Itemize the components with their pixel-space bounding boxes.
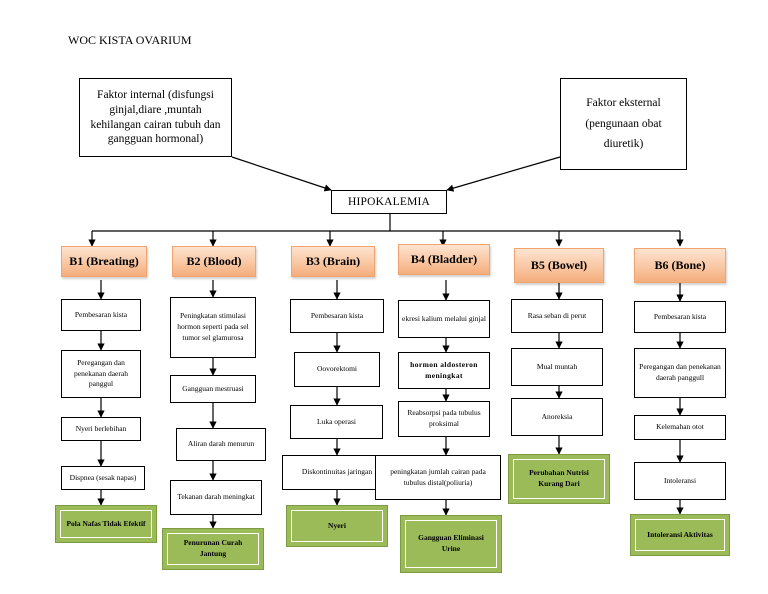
b6-diagnosis: Intoleransi Aktivitas <box>630 514 730 556</box>
b6-step-1: Pembesaran kista <box>634 301 726 333</box>
b2-step-4: Tekanan darah meningkat <box>170 480 262 515</box>
b2-step-2: Gangguan mestruasi <box>170 375 256 403</box>
b3-step-1: Pembesaran kista <box>290 299 384 333</box>
hipokalemia-box: HIPOKALEMIA <box>331 190 447 214</box>
b5-diagnosis-label: Perubahan Nutrisi Kurang Dari <box>513 459 605 499</box>
b1-step-2: Peregangan dan penekanan daerah panggul <box>61 350 141 398</box>
diagram-title: WOC KISTA OVARIUM <box>68 33 192 47</box>
b3-header: B3 (Brain) <box>291 246 375 277</box>
b1-diagnosis-label: Pola Nafas Tidak Efektif <box>60 510 152 538</box>
b3-step-2: Oovorektomi <box>294 352 380 387</box>
b1-diagnosis: Pola Nafas Tidak Efektif <box>55 505 157 543</box>
b3-step-4: Diskontinuitas jaringan <box>282 455 392 490</box>
b1-step-4: Dispnea (sesak napas) <box>61 466 145 490</box>
b6-step-2: Peregangan dan penekanan daerah panggull <box>634 348 726 398</box>
b5-step-1: Rasa seban di perut <box>511 299 603 333</box>
b1-step-3: Nyeri berlebihan <box>61 417 141 441</box>
internal-factor-box: Faktor internal (disfungsi ginjal,diare … <box>79 78 232 157</box>
b4-step-1: ekresi kalium melalui ginjal <box>398 300 490 338</box>
b2-diagnosis-label: Penurunan Curah Jantung <box>167 533 259 565</box>
b6-step-3: Kelemahan otot <box>634 415 726 440</box>
b4-step-3: Reabsorpsi pada tubulus proksimal <box>398 401 490 437</box>
arrow-external-to-hipokalemia <box>446 156 561 192</box>
b4-diagnosis: Gangguan Eliminasi Urine <box>400 515 502 573</box>
b5-step-2: Mual muntah <box>511 348 603 386</box>
b6-diagnosis-label: Intoleransi Aktivitas <box>635 519 725 551</box>
b6-header: B6 (Bone) <box>634 248 726 283</box>
b2-diagnosis: Penurunan Curah Jantung <box>162 528 264 570</box>
b5-diagnosis: Perubahan Nutrisi Kurang Dari <box>508 454 610 504</box>
b1-header: B1 (Breating) <box>61 246 147 277</box>
b1-step-1: Pembesaran kista <box>61 299 141 331</box>
b3-diagnosis-label: Nyeri <box>291 510 383 542</box>
b4-header: B4 (Bladder) <box>398 244 490 275</box>
arrow-internal-to-hipokalemia <box>231 156 332 192</box>
b2-step-3: Aliran darah menurun <box>176 428 266 461</box>
b4-diagnosis-label: Gangguan Eliminasi Urine <box>405 520 497 568</box>
b5-step-3: Anoreksia <box>511 398 603 436</box>
external-factor-box: Faktor eksternal (pengunaan obat diureti… <box>560 78 687 170</box>
b3-diagnosis: Nyeri <box>286 505 388 547</box>
b6-step-4: Intoleransi <box>634 462 726 500</box>
b4-step-2: hormon aldosteron meningkat <box>398 352 490 389</box>
b3-step-3: Luka operasi <box>290 405 383 439</box>
b2-header: B2 (Blood) <box>172 246 256 277</box>
b5-header: B5 (Bowel) <box>514 248 604 283</box>
b4-step-4: peningkatan jumlah cairan pada tubulus d… <box>375 455 501 500</box>
b2-step-1: Peningkatan stimulasi hormon seperti pad… <box>170 297 256 358</box>
